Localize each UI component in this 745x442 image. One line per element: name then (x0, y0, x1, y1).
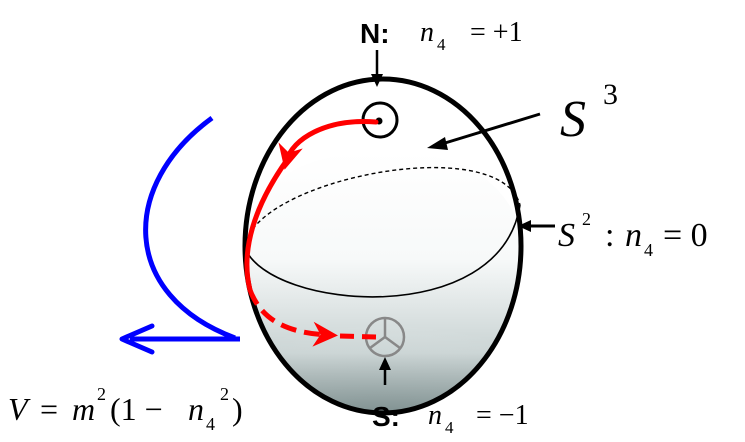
potential-eq: = (40, 391, 58, 427)
red-path-side (244, 157, 290, 293)
south-pole-label: S: (372, 401, 400, 432)
s3-pointer-arrow (427, 112, 541, 150)
potential-m: m (72, 391, 95, 427)
red-path-front (278, 119, 379, 170)
s2-label-n-var: n (625, 217, 642, 254)
potential-lhs: V (8, 391, 31, 427)
potential-n-sub: 4 (206, 414, 215, 434)
potential-m-sup: 2 (97, 384, 106, 404)
s2-label-sup: 2 (582, 209, 591, 229)
s3-label-var: S (560, 91, 586, 148)
south-n-var: n (428, 400, 442, 431)
s2-label-n-sub: 4 (644, 240, 653, 260)
s2-label-colon: : (605, 217, 614, 254)
potential-n: n (188, 391, 204, 427)
red-path-end (339, 333, 379, 340)
s2-pointer-arrow (518, 220, 555, 232)
red-path-back (247, 289, 338, 347)
s2-label-var: S (558, 217, 575, 254)
potential-n-sup: 2 (220, 384, 229, 404)
potential-open: (1 − (110, 391, 163, 427)
north-n-var: n (420, 17, 434, 48)
s3-label-sup: 3 (603, 78, 618, 111)
equator-front (244, 204, 521, 298)
south-value: = −1 (476, 400, 529, 431)
potential-close: ) (232, 391, 243, 427)
sphere-outline (242, 76, 524, 416)
north-pointer-arrow (371, 50, 383, 87)
south-n-sub: 4 (445, 418, 454, 437)
south-pointer-arrow (379, 357, 391, 385)
north-pole-label: N: (360, 18, 390, 49)
equator-back (244, 167, 521, 249)
s2-label-value: = 0 (663, 217, 708, 254)
sphere-shading (245, 151, 521, 413)
north-n-sub: 4 (437, 35, 446, 54)
north-value: = +1 (470, 17, 523, 48)
rotation-arrow (143, 115, 236, 341)
rotation-arrow-head (119, 323, 155, 355)
